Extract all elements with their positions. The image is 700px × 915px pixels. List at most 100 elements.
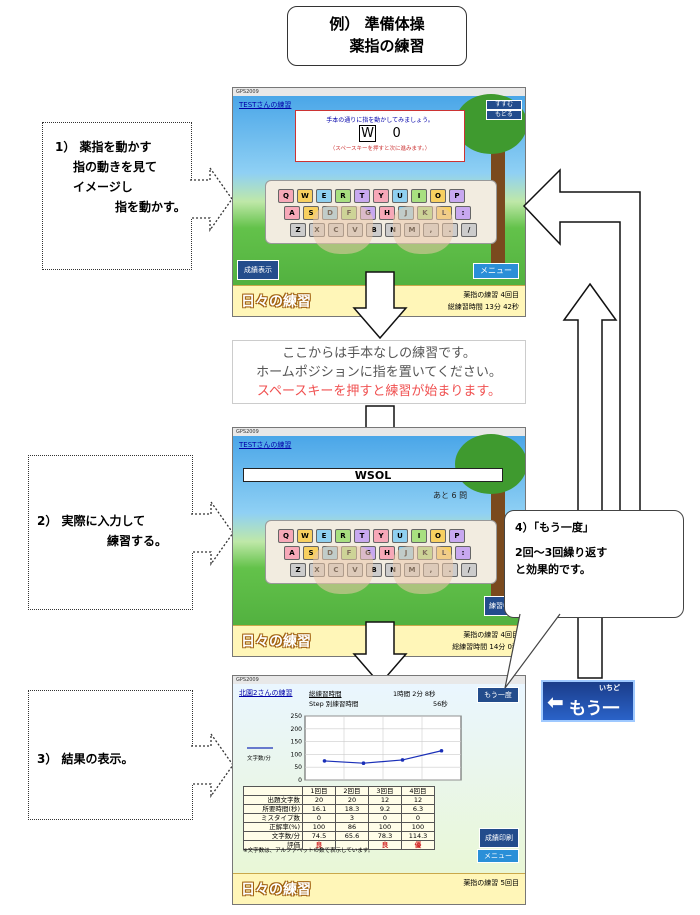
screen1-keyboard: QWERTYUIOPASDFGHJKL:ZXCVBNM,./ [265, 180, 497, 244]
table-cell: 74.5 [302, 831, 336, 841]
chart-y-tick-label: 50 [294, 764, 302, 771]
mid-message-box: ここからは手本なしの練習です。 ホームポジションに指を置いてください。 スペース… [232, 340, 526, 404]
chart-y-tick-label: 250 [291, 713, 303, 720]
key-U: U [392, 529, 408, 543]
chart-series-line [324, 750, 442, 764]
screen2-titlebar: GPS2009 [233, 428, 525, 436]
step2-arrow [191, 500, 234, 566]
again-label: もう一度 [569, 699, 620, 744]
table-cell: 12 [368, 795, 402, 805]
key-A: A [284, 206, 300, 220]
key-Z: Z [290, 563, 306, 577]
screen1-left-hand [313, 206, 373, 254]
chart-point [400, 758, 405, 762]
table-cell: 100 [302, 822, 336, 832]
screen1-info1: 薬指の練習 4回目 [463, 291, 519, 299]
table-cell: 100 [368, 822, 402, 832]
screen1-titlebar: GPS2009 [233, 88, 525, 96]
screen2-typed-text: WSOL [354, 469, 392, 482]
screen3-again-button[interactable]: もう一度 [477, 687, 519, 703]
screen3-total-value: 1時間 2分 8秒 [393, 690, 436, 698]
chart-y-tick-label: 200 [291, 726, 303, 733]
chart-y-tick-label: 150 [291, 739, 303, 746]
mid-message-line2: ホームポジションに指を置いてください。 [256, 365, 502, 380]
key-W: W [297, 189, 313, 203]
table-cell: ミスタイプ数 [243, 813, 303, 823]
chart-point [439, 748, 444, 753]
screen3-print-button[interactable]: 成績印刷 [479, 828, 519, 848]
table-row: 評価良良優 [243, 840, 435, 850]
chart-y-tick-label: 0 [298, 777, 302, 784]
screen1-instruction-box: 手本の通りに指を動かしてみましょう。 W 0 （スペースキーを押すと次に進みます… [295, 110, 465, 162]
screen1-next-button[interactable]: すすむ [486, 100, 522, 110]
screen2-user-link[interactable]: TESTさんの練習 [239, 441, 292, 449]
screen3-window: GPS2009 北園2さんの練習 総練習時間 1時間 2分 8秒 Step 別練… [232, 675, 526, 905]
table-cell: 正解率(%) [243, 822, 303, 832]
title-line1: 例） 準備体操 [329, 15, 425, 33]
key-:: : [455, 546, 471, 560]
key-Q: Q [278, 189, 294, 203]
step1-line4: 指を動かす。 [115, 200, 186, 214]
table-cell: 3 [335, 813, 369, 823]
screen2-input-box: WSOL [243, 468, 503, 482]
table-cell: 20 [335, 795, 369, 805]
screen1-count: 0 [392, 126, 401, 141]
table-cell: 20 [302, 795, 336, 805]
screen1-target-char: W [359, 125, 377, 142]
key-/: / [461, 223, 477, 237]
screen3-footer: 日々の練習 薬指の練習 5回目 [233, 873, 525, 904]
screen3-menu-button[interactable]: メニュー [477, 849, 519, 863]
screen1-user-link[interactable]: TESTさんの練習 [239, 101, 292, 109]
again-button-graphic[interactable]: ⬅ いちど もう一度 [541, 680, 635, 744]
screen3-user-link[interactable]: 北園2さんの練習 [239, 689, 293, 697]
screen3-titlebar: GPS2009 [233, 676, 525, 684]
screen2-info2: 総練習時間 14分 0秒 [452, 643, 519, 651]
screen2-tree-leaves [455, 434, 525, 494]
screen1-space-note: （スペースキーを押すと次に進みます。） [329, 146, 431, 152]
callout-body-line1: 2回～3回繰り返す [515, 546, 608, 559]
step3-box: 3） 結果の表示。 [28, 690, 193, 820]
step3-arrow [191, 732, 234, 798]
screen1-menu-button[interactable]: メニュー [473, 263, 519, 279]
step3-line1: 3） 結果の表示。 [37, 752, 134, 766]
table-cell: 100 [401, 822, 435, 832]
table-cell: 文字数/分 [243, 831, 303, 841]
table-cell: 9.2 [368, 804, 402, 814]
callout-pointer [504, 613, 561, 689]
table-cell: 86 [335, 822, 369, 832]
step1-box: 1） 薬指を動かす 指の動きを見て イメージし 指を動かす。 [42, 122, 192, 270]
table-cell: 12 [401, 795, 435, 805]
table-header-cell [243, 786, 303, 796]
screen2-left-hand [313, 546, 373, 594]
callout-box: 4）「もう一度」 2回～3回繰り返す と効果的です。 [504, 510, 684, 618]
key-P: P [449, 189, 465, 203]
key-Q: Q [278, 529, 294, 543]
table-cell: 出題文字数 [243, 795, 303, 805]
table-cell: 16.1 [302, 804, 336, 814]
key-R: R [335, 189, 351, 203]
screen1-back-button[interactable]: もどる [486, 110, 522, 120]
key-Y: Y [373, 189, 389, 203]
screen3-info1: 薬指の練習 5回目 [463, 879, 519, 887]
key-R: R [335, 529, 351, 543]
table-cell: 78.3 [368, 831, 402, 841]
mid-message-line1: ここからは手本なしの練習です。 [282, 346, 476, 361]
screen1-right-hand [393, 206, 453, 254]
screen3-legend-label: 文字数/分 [247, 756, 271, 762]
screen1-record-button[interactable]: 成績表示 [237, 260, 279, 280]
screen2-info1: 薬指の練習 4回目 [463, 631, 519, 639]
table-cell: 18.3 [335, 804, 369, 814]
table-cell: 0 [368, 813, 402, 823]
screen2-daily-label: 日々の練習 [241, 634, 311, 650]
step1-line2: 指の動きを見て [73, 160, 158, 174]
key-T: T [354, 189, 370, 203]
step2-line1: 2） 実際に入力して [37, 514, 146, 528]
screen2-remaining: あと 6 問 [433, 491, 468, 500]
title-line2: 薬指の練習 [349, 37, 425, 55]
mid-message-line3: スペースキーを押すと練習が始まります。 [256, 384, 502, 399]
down-arrow-3 [352, 621, 408, 686]
